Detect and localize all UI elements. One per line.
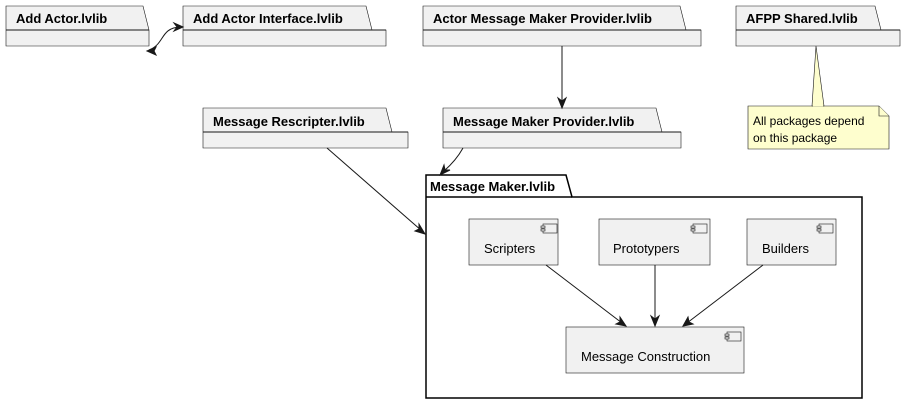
dependency-note: All packages depend on this package [747,105,890,150]
component-icon [724,331,742,342]
package-message-rescripter[interactable]: Message Rescripter.lvlib [202,107,409,149]
note-fold [878,106,889,117]
edge-builders-to-construction [682,264,764,327]
edge-provider-to-message-maker [439,147,464,177]
package-message-maker-provider[interactable]: Message Maker Provider.lvlib [442,107,682,149]
package-title: AFPP Shared.lvlib [746,11,858,26]
package-actor-message-maker-provider[interactable]: Actor Message Maker Provider.lvlib [422,5,702,47]
component-message-construction[interactable]: Message Construction [565,326,745,374]
package-afpp-shared[interactable]: AFPP Shared.lvlib [735,5,901,47]
edge-rescripter-to-message-maker [326,147,427,235]
component-scripters[interactable]: Scripters [468,218,559,266]
edge-prototypers-to-construction [649,265,661,328]
component-icon [816,223,834,234]
component-box [565,326,745,374]
package-title: Message Rescripter.lvlib [213,114,365,129]
note-line-1: All packages depend [753,114,864,128]
note-box [747,105,890,150]
package-title: Message Maker.lvlib [430,179,555,194]
package-title: Add Actor Interface.lvlib [193,11,343,26]
package-title: Add Actor.lvlib [16,11,107,26]
component-label: Builders [762,241,809,256]
package-tab [5,5,150,47]
component-icon [690,223,708,234]
note-connector [811,45,825,107]
component-icon [540,223,558,234]
component-builders[interactable]: Builders [746,218,837,266]
note-line-2: on this package [753,131,837,145]
edge-actor-provider-to-provider [556,46,568,110]
component-label: Message Construction [581,349,710,364]
component-prototypers[interactable]: Prototypers [598,218,711,266]
component-label: Prototypers [613,241,680,256]
package-title: Message Maker Provider.lvlib [453,114,634,129]
package-add-actor[interactable]: Add Actor.lvlib [5,5,150,47]
package-title: Actor Message Maker Provider.lvlib [433,11,652,26]
package-add-actor-interface[interactable]: Add Actor Interface.lvlib [182,5,387,47]
edge-scripters-to-construction [545,264,628,327]
edge-add-actor-to-interface [145,21,185,57]
component-label: Scripters [484,241,536,256]
